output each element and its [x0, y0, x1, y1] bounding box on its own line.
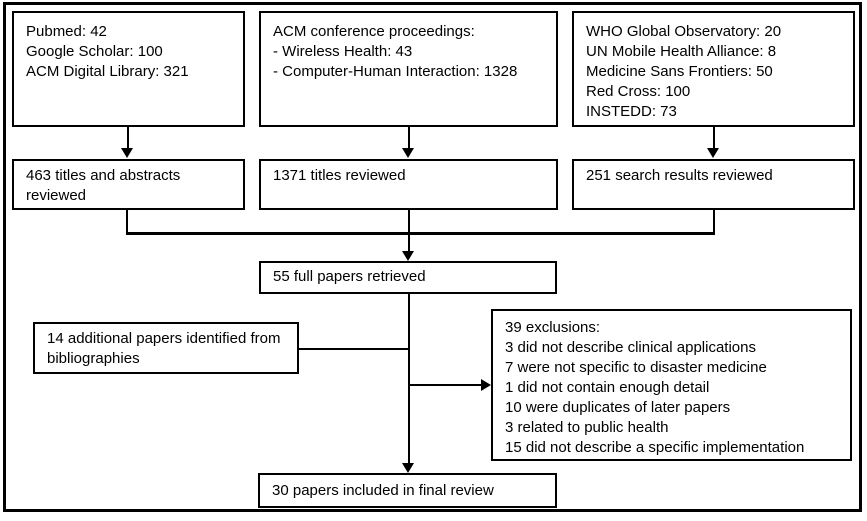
source-line: UN Mobile Health Alliance: 8 [586, 43, 777, 60]
connector-merge-horizontal [126, 232, 715, 235]
box-text: 55 full papers retrieved [273, 268, 426, 285]
source-line: - Wireless Health: 43 [273, 43, 413, 60]
box-exclusions: 39 exclusions: 3 did not describe clinic… [491, 309, 852, 461]
exclusion-line: 7 were not specific to disaster medicine [505, 359, 767, 376]
connector-spine-down [408, 294, 410, 464]
box-health-organizations: WHO Global Observatory: 20 UN Mobile Hea… [572, 11, 855, 127]
source-line: Red Cross: 100 [586, 83, 691, 100]
box-final-review: 30 papers included in final review [258, 473, 557, 508]
connector-proceedings-down [408, 127, 410, 149]
box-text: 1371 titles reviewed [273, 167, 406, 184]
source-line: ACM conference proceedings: [273, 23, 475, 40]
connector-databases-down [127, 127, 129, 149]
source-line: ACM Digital Library: 321 [26, 63, 189, 80]
source-line: Pubmed: 42 [26, 23, 107, 40]
connector-right-merge-down [713, 210, 715, 234]
box-full-papers-retrieved: 55 full papers retrieved [259, 261, 557, 294]
arrowhead-down-icon [402, 251, 414, 261]
connector-orgs-down [713, 127, 715, 149]
connector-center-down [408, 210, 410, 252]
box-titles-reviewed: 1371 titles reviewed [259, 159, 558, 210]
exclusion-line: 39 exclusions: [505, 319, 601, 336]
source-line: INSTEDD: 73 [586, 103, 677, 120]
box-additional-papers: 14 additional papers identified from bib… [33, 322, 299, 374]
source-line: - Computer-Human Interaction: 1328 [273, 63, 518, 80]
box-search-databases: Pubmed: 42 Google Scholar: 100 ACM Digit… [12, 11, 245, 127]
box-titles-abstracts-reviewed: 463 titles and abstracts reviewed [12, 159, 245, 210]
box-text: 14 additional papers identified from bib… [47, 330, 281, 367]
box-text: 30 papers included in final review [272, 482, 494, 499]
connector-left-merge-down [126, 210, 128, 234]
box-text: 251 search results reviewed [586, 167, 773, 184]
exclusion-line: 3 did not describe clinical applications [505, 339, 756, 356]
arrowhead-down-icon [121, 148, 133, 158]
source-line: Google Scholar: 100 [26, 43, 163, 60]
box-text: 463 titles and abstracts reviewed [26, 167, 181, 204]
connector-exclusions [409, 384, 482, 386]
exclusion-line: 15 did not describe a specific implement… [505, 439, 805, 456]
connector-additional-papers [299, 348, 409, 350]
arrowhead-down-icon [402, 148, 414, 158]
source-line: Medicine Sans Frontiers: 50 [586, 63, 773, 80]
box-search-results-reviewed: 251 search results reviewed [572, 159, 855, 210]
exclusion-line: 1 did not contain enough detail [505, 379, 710, 396]
arrowhead-down-icon [707, 148, 719, 158]
exclusion-line: 3 related to public health [505, 419, 669, 436]
exclusion-line: 10 were duplicates of later papers [505, 399, 731, 416]
arrowhead-down-icon [402, 463, 414, 473]
arrowhead-right-icon [481, 379, 491, 391]
box-acm-proceedings: ACM conference proceedings: - Wireless H… [259, 11, 558, 127]
source-line: WHO Global Observatory: 20 [586, 23, 782, 40]
outer-border [3, 2, 862, 512]
